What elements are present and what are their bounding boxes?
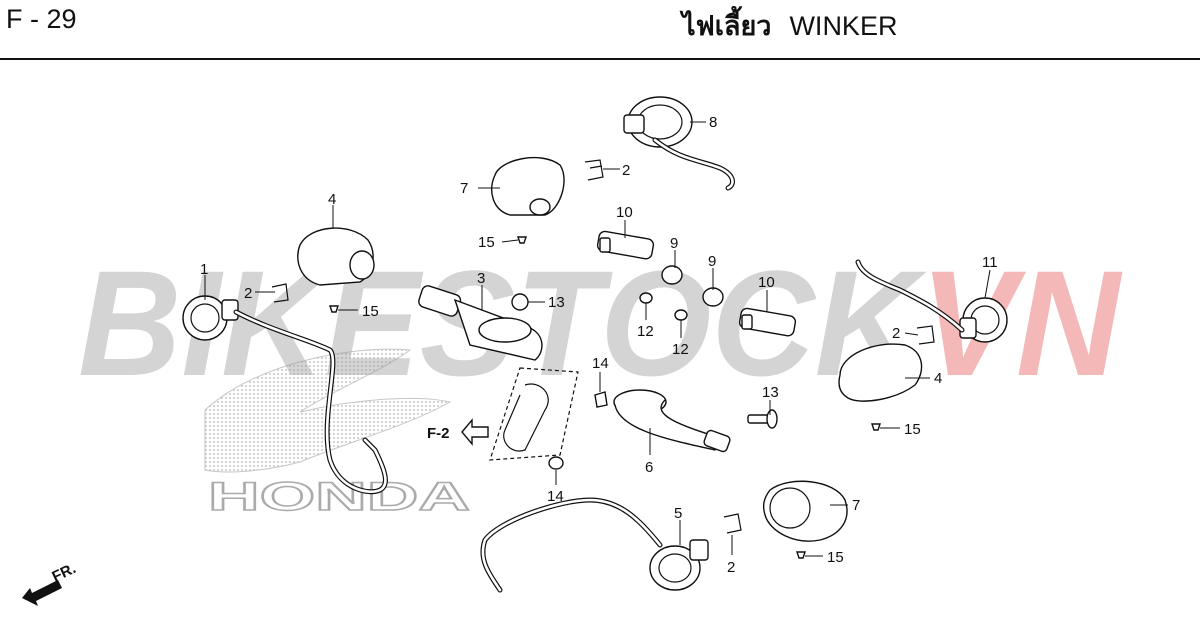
callout-7-top: 7 <box>460 180 468 197</box>
callout-15-b: 15 <box>362 303 379 320</box>
callout-1: 1 <box>200 261 208 278</box>
callout-10-right: 10 <box>758 274 775 291</box>
callout-9-left: 9 <box>670 235 678 252</box>
callout-4-left: 4 <box>328 191 336 208</box>
title-english: WINKER <box>789 11 898 41</box>
part-11-socket <box>855 259 1008 343</box>
callout-13-top: 13 <box>548 294 565 311</box>
part-13-nut-top <box>511 293 529 311</box>
callout-7-bottom: 7 <box>852 497 860 514</box>
part-2-clip-left <box>271 283 289 303</box>
callout-11: 11 <box>982 254 998 271</box>
part-13-bolt <box>747 409 778 429</box>
section-ref-label: F-2 <box>427 425 450 442</box>
part-8-socket <box>623 96 735 191</box>
callout-13-bolt: 13 <box>762 384 779 401</box>
callout-14-bottom: 14 <box>547 488 564 505</box>
part-2-clip-right <box>916 325 935 345</box>
page-code: F - 29 <box>6 4 77 34</box>
part-9-bulb-right <box>702 287 724 307</box>
callout-numbers: 1 2 2 2 2 3 4 4 5 6 7 7 8 9 9 10 10 11 1… <box>200 114 998 576</box>
callout-4-right: 4 <box>934 370 942 387</box>
part-2-clip-top <box>584 159 604 181</box>
callout-6: 6 <box>645 459 653 476</box>
callout-3: 3 <box>477 270 485 287</box>
part-15-screw-b <box>329 305 339 313</box>
part-7-lens-bottom <box>762 480 848 542</box>
part-10-bulb-socket-right <box>738 307 797 337</box>
part-14-grommet-bottom <box>548 456 564 470</box>
part-6-stay <box>613 389 731 453</box>
honda-logo-text: HONDA <box>208 475 470 519</box>
front-direction-indicator: FR. <box>22 560 79 606</box>
part-9-bulb-left <box>661 265 683 285</box>
callout-2-right: 2 <box>892 325 900 342</box>
part-12-grommet-left <box>639 292 653 304</box>
part-14-grommet-top <box>594 391 608 408</box>
callout-10-top: 10 <box>616 204 633 221</box>
part-15-screw-a <box>517 236 527 244</box>
callout-leaders <box>204 121 991 557</box>
part-10-bulb-socket-top <box>596 230 655 260</box>
f2-reference: F-2 <box>427 418 489 446</box>
part-7-lens-top <box>491 157 565 216</box>
callout-15-a: 15 <box>478 234 495 251</box>
part-4-lens-right <box>838 343 923 402</box>
callout-2-bottom: 2 <box>727 559 735 576</box>
part-1-socket <box>182 295 388 495</box>
part-3-stay <box>418 285 543 361</box>
page-title: ไฟเลี้ยว WINKER <box>682 4 897 47</box>
callout-8: 8 <box>709 114 717 131</box>
part-12-grommet-right <box>674 309 688 321</box>
callout-2-left: 2 <box>244 285 252 302</box>
header-divider <box>0 58 1200 60</box>
callout-14-top: 14 <box>592 355 609 372</box>
callout-15-c: 15 <box>904 421 921 438</box>
part-15-screw-d <box>796 551 806 559</box>
callout-9-right: 9 <box>708 253 716 270</box>
title-thai: ไฟเลี้ยว <box>682 11 772 42</box>
part-15-screw-c <box>871 423 881 431</box>
callout-2-top: 2 <box>622 162 630 179</box>
part-5-socket <box>480 497 709 593</box>
callout-12-left: 12 <box>637 323 654 340</box>
callout-12-right: 12 <box>672 341 689 358</box>
callout-15-d: 15 <box>827 549 844 566</box>
front-direction-label: FR. <box>50 560 79 586</box>
part-2-clip-bottom <box>723 513 742 534</box>
callout-5: 5 <box>674 505 682 522</box>
bracket-dashed <box>489 367 579 461</box>
part-4-lens-left <box>297 227 375 286</box>
